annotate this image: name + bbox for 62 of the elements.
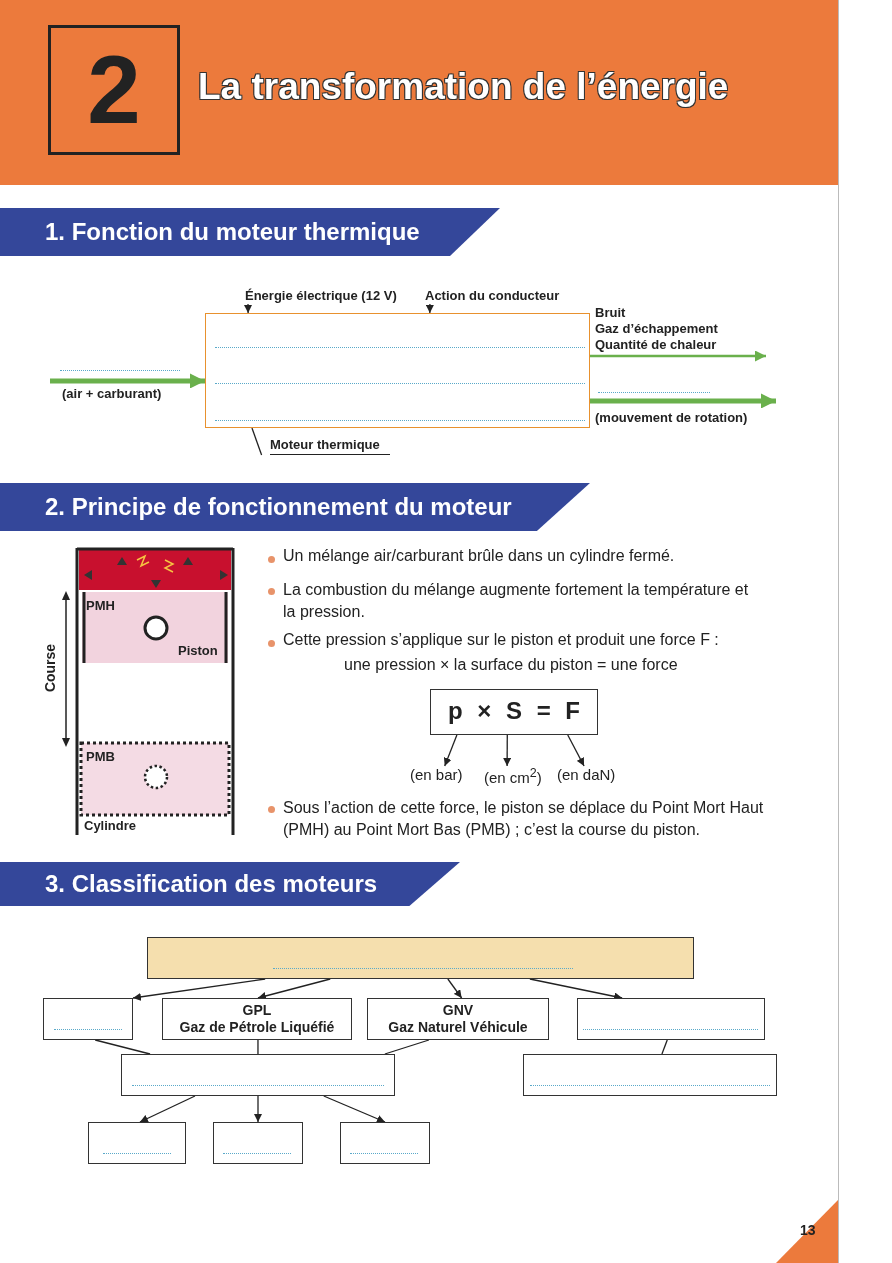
dimension-label: Course xyxy=(42,643,59,693)
category-box xyxy=(367,998,549,1040)
category-box xyxy=(147,937,694,979)
chapter-number: 2 xyxy=(48,25,180,155)
arrow xyxy=(257,978,331,1000)
formula-text: une pression × la surface du piston = une force xyxy=(344,656,678,674)
arrow xyxy=(590,350,766,362)
arrow xyxy=(50,373,205,389)
arrow xyxy=(503,734,512,767)
bullet-text: Cette pression s’applique sur le piston et produit une force F : xyxy=(283,631,720,649)
unit-label: (en daN) xyxy=(557,766,623,786)
part-label: PMH xyxy=(86,598,115,613)
bullet-text: Sous l’action de cette force, le piston se déplace du Point Mort Haut (PMH) au Point Mort Bas (PMB) ; c’est la course du piston. xyxy=(283,798,765,840)
edge-label: (air + carburant) xyxy=(62,386,162,401)
connector-line xyxy=(661,1039,668,1055)
section-banner: 3. Classification des moteurs xyxy=(0,862,460,906)
category-box xyxy=(121,1054,395,1096)
category-box xyxy=(340,1122,430,1164)
category-box xyxy=(43,998,133,1040)
category-box xyxy=(523,1054,777,1096)
section-banner: 2. Principe de fonctionnement du moteur xyxy=(0,483,590,531)
connector-line xyxy=(94,1039,151,1055)
arrow xyxy=(139,1095,196,1123)
arrow xyxy=(244,303,252,314)
part-label: Cylindre xyxy=(84,818,136,833)
part-label: Piston xyxy=(178,643,218,658)
arrow xyxy=(567,734,585,767)
category-box xyxy=(213,1122,303,1164)
output-label: Quantité de chaleur xyxy=(595,337,717,352)
arrow xyxy=(590,393,776,409)
arrow xyxy=(132,978,266,1001)
box-label: Gaz Naturel Véhicule xyxy=(387,1019,529,1035)
arrow xyxy=(447,978,463,999)
unit-label: (en bar) xyxy=(410,766,472,786)
formula-box: p × S = F xyxy=(430,689,598,735)
category-box xyxy=(162,998,352,1040)
arrow xyxy=(425,303,434,314)
arrow xyxy=(323,1095,386,1123)
arrow xyxy=(254,1095,262,1123)
chapter-title: La transformation de l’énergie xyxy=(198,66,729,108)
page-number: 13 xyxy=(800,1222,816,1238)
engine-label: Moteur thermique xyxy=(270,437,390,455)
section-banner: 1. Fonction du moteur thermique xyxy=(0,208,500,256)
input-label: Énergie électrique (12 V) xyxy=(245,288,395,304)
output-label: Bruit xyxy=(595,305,626,320)
part-label: PMB xyxy=(86,749,115,764)
category-box xyxy=(88,1122,186,1164)
connector-line xyxy=(384,1039,430,1055)
category-box xyxy=(577,998,765,1040)
output-label: Gaz d’échappement xyxy=(595,321,718,336)
edge-label: (mouvement de rotation) xyxy=(595,410,748,425)
box-label: GNV xyxy=(441,1002,475,1018)
bullet-text: Un mélange air/carburant brûle dans un cylindre fermé. xyxy=(283,547,676,565)
engine-box xyxy=(205,313,590,428)
box-label: GPL xyxy=(241,1002,273,1018)
bullet-text: La combustion du mélange augmente fortement la température et la pression. xyxy=(283,580,750,622)
input-label: Action du conducteur xyxy=(425,288,565,304)
unit-label: (en cm$^{2}$) xyxy=(484,766,550,786)
arrow xyxy=(443,734,458,767)
leader-line xyxy=(251,427,263,456)
box-label: Gaz de Pétrole Liquéfié xyxy=(178,1019,336,1035)
connector-line xyxy=(257,1039,259,1055)
